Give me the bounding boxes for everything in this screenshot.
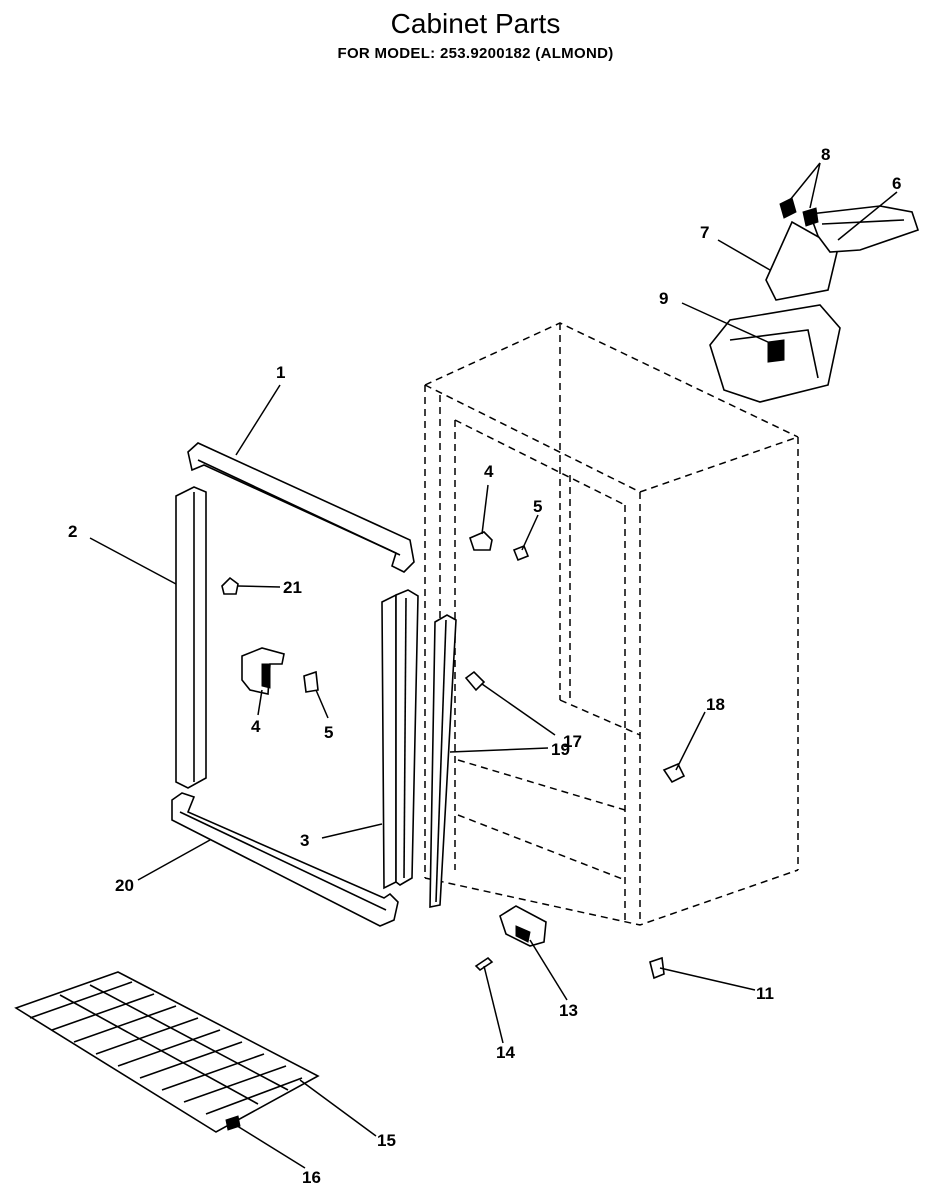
callout-15: 15 — [377, 1131, 396, 1150]
part-right-trim — [381, 589, 419, 890]
part-5-screw-cabinet — [512, 544, 530, 562]
callout-11: 11 — [756, 984, 774, 1003]
callout-1: 1 — [276, 363, 285, 382]
callout-5-door: 5 — [324, 723, 333, 742]
callout-4-door: 4 — [251, 717, 261, 736]
leader-lines — [89, 162, 898, 1169]
part-8-screws — [779, 197, 819, 227]
callout-6: 6 — [892, 174, 901, 193]
part-4-bracket-door — [241, 647, 285, 695]
callout-19: 19 — [551, 740, 570, 759]
part-top-trim — [187, 442, 415, 573]
callout-18: 18 — [706, 695, 725, 714]
callout-2: 2 — [68, 522, 77, 541]
callout-3: 3 — [300, 831, 309, 850]
page-title: Cabinet Parts — [390, 8, 561, 39]
part-16-shelf-rod — [225, 1115, 241, 1131]
part-13-latch — [499, 905, 547, 947]
part-11-leveler — [649, 956, 665, 980]
callout-4-cabinet: 4 — [484, 462, 494, 481]
part-left-trim — [175, 486, 207, 789]
part-21-clip — [221, 576, 239, 595]
callout-8: 8 — [821, 145, 830, 164]
part-5-spacer-door — [303, 670, 319, 693]
cabinet-outline — [424, 322, 799, 926]
callout-7: 7 — [700, 223, 709, 242]
part-6-hinge-arm — [808, 205, 920, 253]
callout-14: 14 — [496, 1043, 515, 1062]
callout-17: 17 — [563, 732, 582, 751]
part-bottom-trim — [171, 792, 399, 927]
part-15-wire-shelf — [14, 971, 320, 1133]
part-14-pin — [474, 956, 494, 972]
callout-13: 13 — [559, 1001, 578, 1020]
part-17-clip — [464, 670, 486, 692]
callout-21: 21 — [283, 578, 302, 597]
part-9-hinge-block — [709, 304, 841, 403]
callout-20: 20 — [115, 876, 134, 895]
callout-5-cabinet: 5 — [533, 497, 542, 516]
part-gasket-strip — [429, 614, 457, 908]
callout-9: 9 — [659, 289, 668, 308]
part-4-bracket-cabinet — [469, 531, 493, 551]
part-7-hinge-plate — [765, 220, 839, 301]
callout-16: 16 — [302, 1168, 321, 1187]
part-18-screw — [662, 762, 686, 784]
model-subtitle: FOR MODEL: 253.9200182 (ALMOND) — [337, 45, 614, 62]
